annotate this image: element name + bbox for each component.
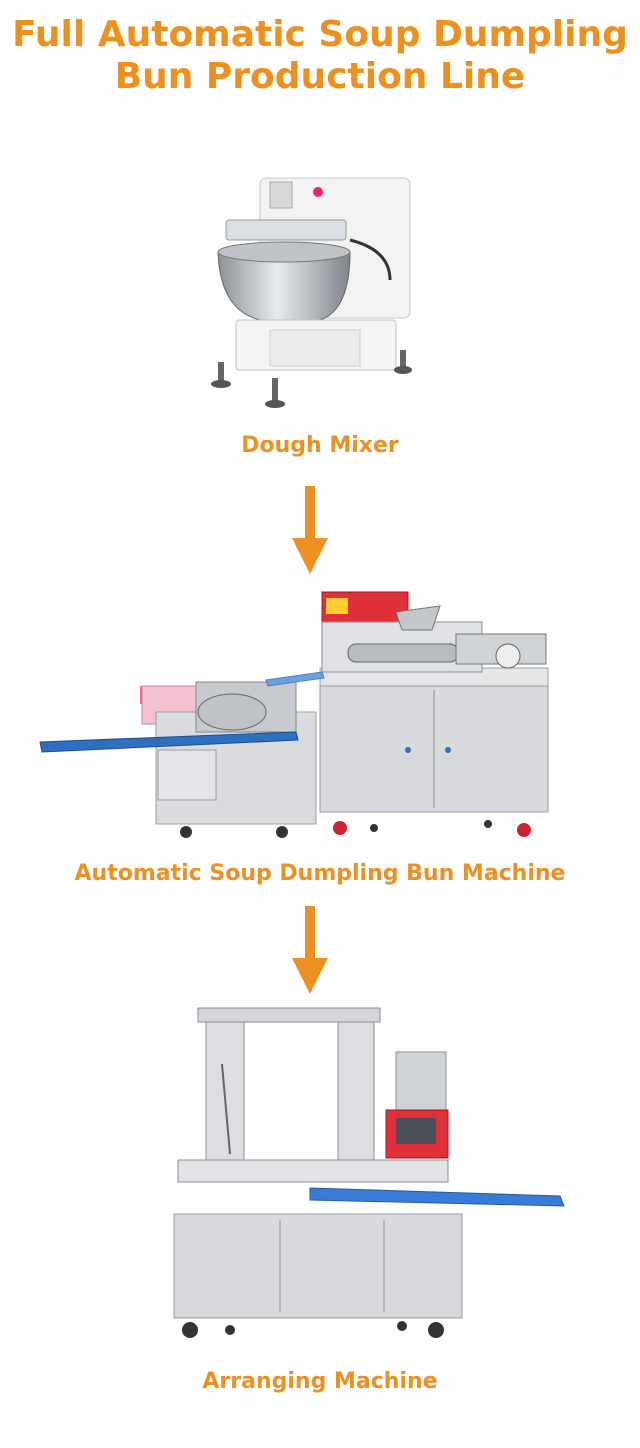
stage-label-arranging-machine: Arranging Machine — [202, 1369, 438, 1394]
down-arrow-icon — [292, 486, 328, 574]
down-arrow-icon — [292, 906, 328, 994]
page-title: Full Automatic Soup Dumpling Bun Product… — [0, 14, 640, 98]
stage-label-dough-mixer: Dough Mixer — [241, 433, 399, 458]
stage-label-soup-dumpling-bun-machine: Automatic Soup Dumpling Bun Machine — [74, 861, 566, 886]
soup-dumpling-bun-machine-image — [39, 591, 549, 838]
arranging-machine-image — [173, 1007, 565, 1338]
dough-mixer-image — [211, 177, 412, 408]
title-line-2: Bun Production Line — [114, 56, 526, 97]
title-line-1: Full Automatic Soup Dumpling — [12, 14, 628, 55]
